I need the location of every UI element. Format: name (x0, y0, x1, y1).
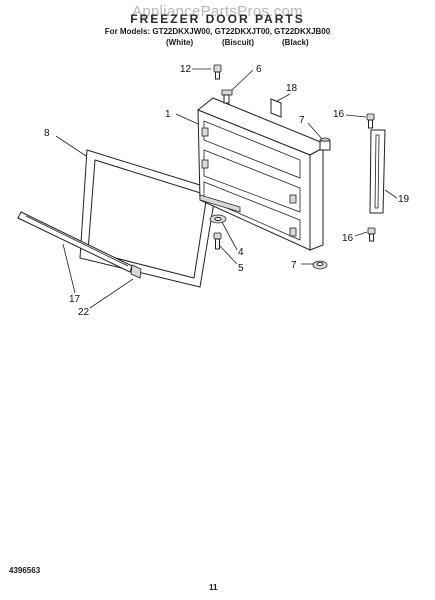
strip-clip (130, 264, 142, 279)
washer (209, 214, 227, 224)
callout-18: 18 (286, 83, 298, 94)
screw-5 (213, 232, 222, 250)
door-handle (369, 129, 386, 214)
callout-17: 17 (69, 294, 81, 305)
screw-12 (213, 64, 222, 80)
door-label (270, 98, 282, 118)
callout-4: 4 (238, 247, 244, 258)
callout-12: 12 (180, 64, 192, 75)
callout-7-upper: 7 (299, 115, 305, 126)
color-biscuit: (Biscuit) (222, 38, 254, 47)
hinge-pin (221, 89, 233, 104)
callout-16-bottom: 16 (342, 233, 354, 244)
callout-19: 19 (398, 194, 410, 205)
callout-8: 8 (44, 128, 50, 139)
door-stop-cap (319, 137, 331, 151)
callout-7-lower: 7 (291, 260, 297, 271)
page-number: 11 (209, 583, 218, 592)
handle-screw-top (366, 113, 375, 129)
callout-5: 5 (238, 263, 244, 274)
watermark: AppliancePartsPros.com (132, 3, 303, 20)
door-bushing (312, 260, 328, 270)
document-part-number: 4396563 (9, 566, 41, 575)
handle-screw-bottom (367, 227, 376, 242)
page-title: FREEZER DOOR PARTS (130, 12, 305, 26)
breaker-strip (17, 211, 133, 273)
callout-22: 22 (78, 307, 90, 318)
model-list: For Models: GT22DKXJW00, GT22DKXJT00, GT… (104, 27, 331, 36)
leader-lines (55, 68, 398, 309)
callout-16-top: 16 (333, 109, 345, 120)
door-gasket (79, 149, 217, 288)
callout-6: 6 (256, 64, 262, 75)
callout-1: 1 (165, 109, 171, 120)
door-liner (197, 97, 324, 251)
color-black: (Black) (282, 38, 309, 47)
color-white: (White) (166, 38, 194, 47)
